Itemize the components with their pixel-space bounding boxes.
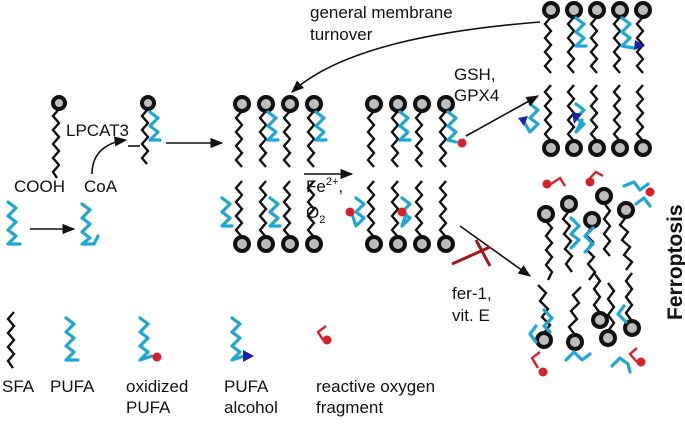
legend-pufa-alcohol-swatch xyxy=(230,316,254,362)
legend: SFA PUFA oxidized PUFA PUFA alcohol reac… xyxy=(2,311,435,417)
legend-ros-label-line1: reactive oxygen xyxy=(316,377,435,396)
o2-label: O2 xyxy=(306,203,325,226)
repair-arrow xyxy=(465,95,540,137)
inhibitor-label-line1: fer-1, xyxy=(452,284,492,303)
turnover-label-line1: general membrane xyxy=(310,3,453,22)
membrane-intact xyxy=(220,95,328,253)
ferroptosis-label: Ferroptosis xyxy=(664,204,685,320)
legend-sfa-swatch xyxy=(6,311,16,369)
free-pufa-molecule xyxy=(6,200,22,246)
legend-alcohol-label-line2: alcohol xyxy=(224,398,278,417)
ferroptosis-arrow xyxy=(459,225,532,277)
legend-sfa-label: SFA xyxy=(2,377,35,396)
coa-label: CoA xyxy=(84,177,118,196)
ros-fragments xyxy=(528,170,655,377)
phospholipid-pufa-molecule xyxy=(140,95,162,165)
legend-oxidized-label-line1: oxidized xyxy=(126,377,188,396)
legend-oxidized-pufa-swatch xyxy=(138,316,162,362)
inhibitor-label-line2: vit. E xyxy=(452,306,490,325)
membrane-oxidized xyxy=(345,95,467,253)
fe-label: Fe2+, xyxy=(306,176,343,196)
legend-pufa-swatch xyxy=(64,316,80,362)
turnover-arrow xyxy=(291,21,541,93)
legend-ros-label-line2: fragment xyxy=(316,398,383,417)
free-sfa-molecule xyxy=(51,95,67,179)
gpx4-label: GPX4 xyxy=(454,86,499,105)
coa-release-arrow xyxy=(91,136,128,175)
pufa-coa-molecule xyxy=(80,202,100,246)
legend-alcohol-label-line1: PUFA xyxy=(224,377,269,396)
gsh-label: GSH, xyxy=(454,65,496,84)
legend-oxidized-label-line2: PUFA xyxy=(126,398,171,417)
legend-pufa-label: PUFA xyxy=(50,377,95,396)
membrane-ruptured xyxy=(535,187,641,351)
turnover-label-line2: turnover xyxy=(310,25,373,44)
legend-ros-swatch xyxy=(316,325,332,345)
cooh-label: COOH xyxy=(14,177,65,196)
inhibition-bar xyxy=(451,239,492,267)
lpcat3-label: LPCAT3 xyxy=(66,121,129,140)
membrane-repaired xyxy=(518,1,652,157)
